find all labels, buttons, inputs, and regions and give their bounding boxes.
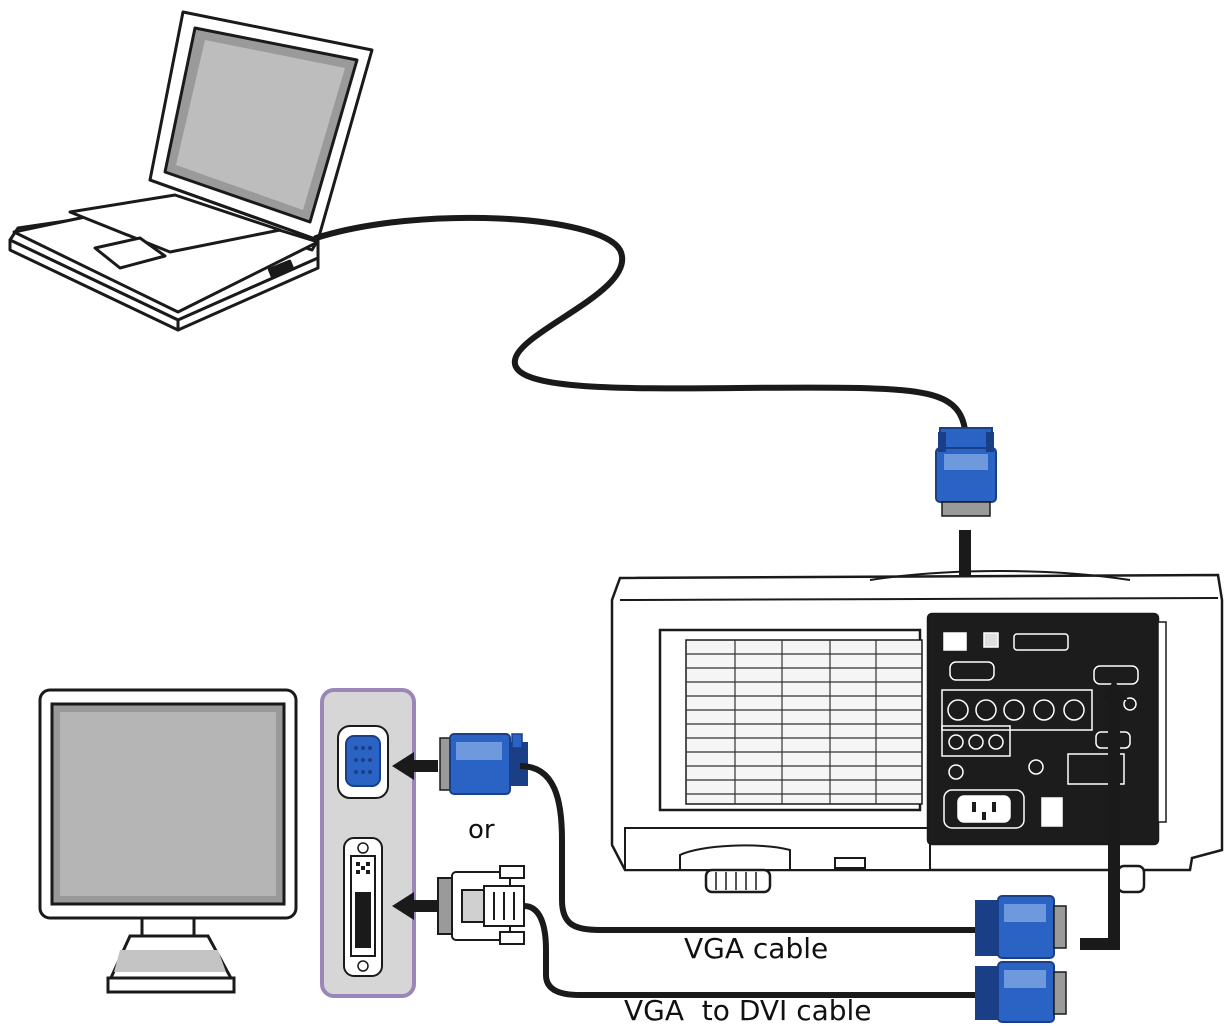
laptop-icon [8,10,374,332]
vga-cable-label: VGA cable [684,932,828,965]
dvi-connector-icon [437,865,525,945]
vga-cable [519,763,975,933]
vga-connector-icon [975,961,1067,1023]
vga-port-icon [337,725,389,799]
monitor-port-panel [320,688,416,998]
vga-to-dvi-cable-label: VGA to DVI cable [624,994,872,1026]
projector-rear-panel [941,632,1139,829]
vga-connector-icon [935,427,997,517]
projector-icon [610,570,1224,894]
vga-connector-icon [439,733,528,795]
dvi-port-icon [343,837,383,977]
vga-to-dvi-cable [523,903,975,998]
monitor-icon [38,688,298,994]
vga-cable-laptop [313,214,968,433]
arrow-icon [1080,680,1128,950]
arrow-icon [392,752,438,920]
or-label: or [468,815,495,845]
vga-connector-icon [975,895,1067,959]
